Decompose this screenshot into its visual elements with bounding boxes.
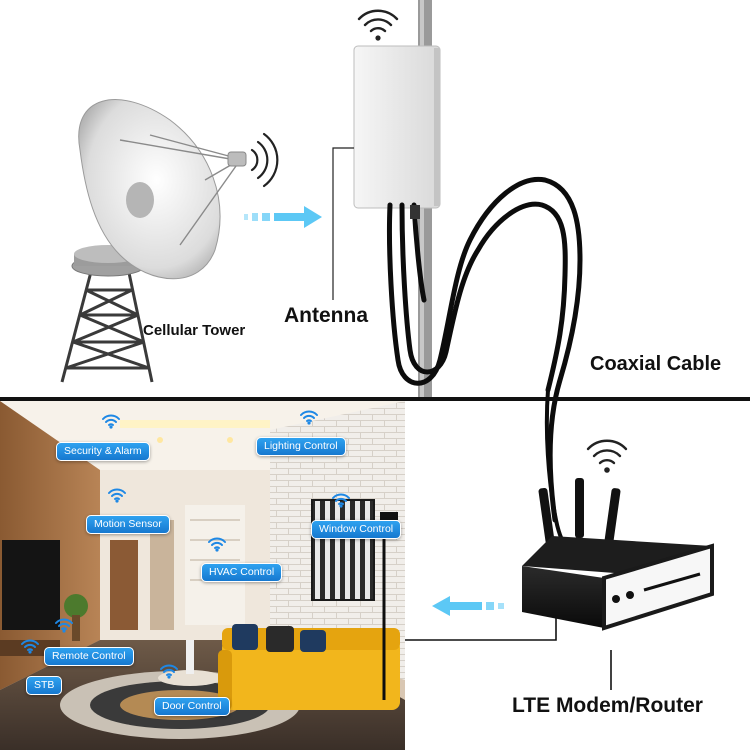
antenna-panel (353, 45, 441, 209)
coaxial-cable-label: Coaxial Cable (590, 353, 722, 375)
remote-control-chip: Remote Control (44, 647, 134, 666)
wifi-icon (108, 488, 126, 503)
signal-waves-icon (357, 9, 399, 41)
wifi-icon (102, 414, 120, 429)
wifi-icon (160, 664, 178, 679)
router-pointer-line (405, 610, 557, 641)
lte-router (522, 478, 714, 631)
wifi-icon (332, 493, 350, 508)
router-signal-waves-icon (586, 439, 628, 473)
modem-router-label: LTE Modem/Router (512, 694, 703, 717)
signal-flow-arrow (244, 206, 322, 228)
cellular-tower-label: Cellular Tower (143, 322, 246, 339)
window-control-chip: Window Control (311, 520, 402, 539)
wifi-icon (21, 639, 39, 654)
wifi-icon (300, 410, 318, 425)
cellular-tower (60, 99, 247, 383)
return-flow-arrow (432, 596, 504, 616)
antenna-pointer-line (332, 147, 354, 300)
security-alarm-chip: Security & Alarm (56, 442, 150, 461)
antenna-bracket (410, 205, 420, 219)
door-control-chip: Door Control (154, 697, 230, 716)
antenna-label: Antenna (284, 304, 368, 327)
hvac-control-chip: HVAC Control (201, 563, 283, 582)
section-divider (0, 397, 750, 401)
stb-chip: STB (26, 676, 63, 695)
motion-sensor-chip: Motion Sensor (86, 515, 170, 534)
wifi-icon (208, 537, 226, 552)
wifi-icon (55, 618, 73, 633)
lighting-control-chip: Lighting Control (256, 437, 346, 456)
dish-signal-waves-icon (250, 132, 279, 188)
